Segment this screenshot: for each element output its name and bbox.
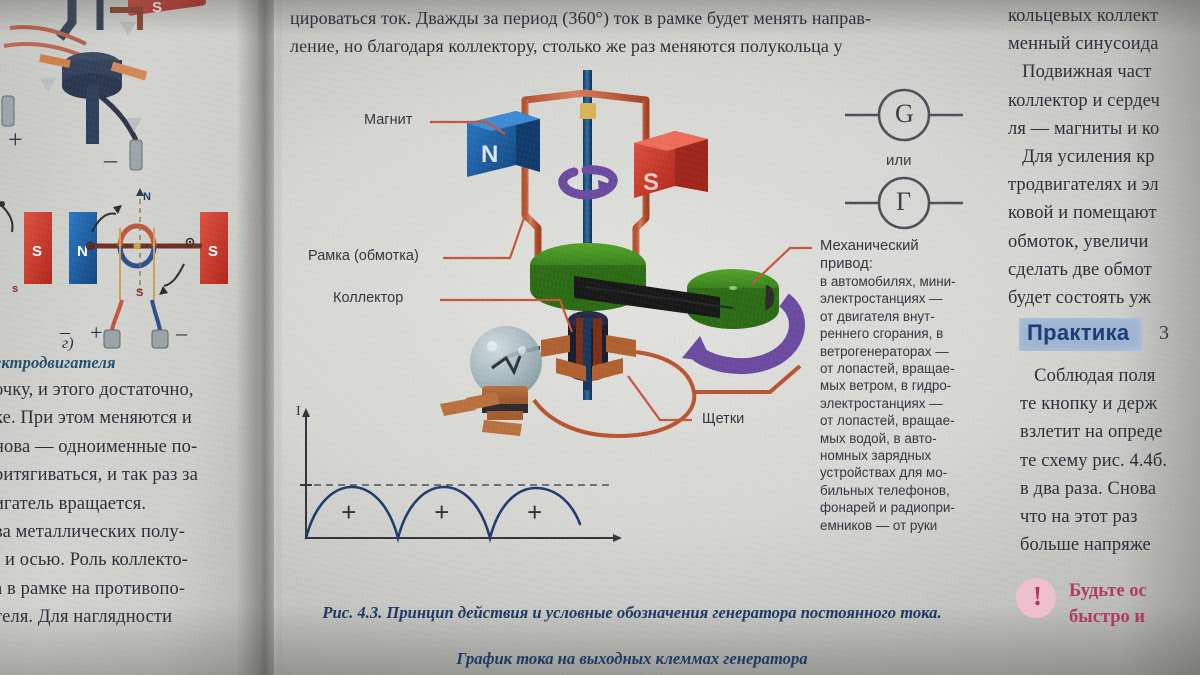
svg-text:+: + [8,125,23,154]
label-mechanical-drive-title: Механический привод: [820,238,919,272]
label-mechanical-drive-body: в автомобилях, мини- электростанциях — о… [820,274,956,533]
magnet-south: S [634,131,708,198]
drive-belt [574,276,734,318]
svg-text:S: S [136,287,143,299]
left-page-surface [0,0,258,675]
praktika-heading: Практика [1027,320,1130,345]
exclamation-glyph: ! [1033,581,1042,611]
label-magnet: Магнит [364,112,413,128]
svg-text:S: S [32,243,42,260]
symbol-generator-cyrillic: Г [896,187,912,216]
svg-text:S: S [643,169,659,196]
exclamation-icon [1016,578,1056,618]
book-gutter-highlight [274,0,282,675]
left-figure-bottom: S N S N S + [0,188,228,352]
svg-text:N: N [481,141,498,168]
graph-plus-2: + [434,497,450,527]
svg-text:S: S [208,243,218,260]
figure-caption: Рис. 4.3. Принцип действия и условные об… [282,578,982,670]
graph-y-axis-label: I [296,404,301,419]
graph-plus-1: + [341,497,357,527]
label-frame-winding: Рамка (обмотка) [308,248,419,264]
praktika-number: 3 [1159,322,1169,344]
svg-text:+: + [90,320,102,345]
figure-caption-line2: График тока на выходных клеммах генерато… [456,649,808,668]
svg-text:–: – [175,320,188,345]
label-collector: Коллектор [333,290,404,306]
magnet-north: N [467,111,540,177]
svg-text:S: S [152,0,162,16]
label-leaders [430,120,812,422]
graph-plus-3: + [527,497,543,527]
warning-text: Будьте ос быстро и [1069,581,1147,627]
svg-text:г): г) [62,335,74,352]
svg-text:–: – [103,145,118,174]
top-vignette [0,0,1200,36]
brushes [541,335,636,381]
left-figure-top: S + – [1,0,206,174]
figure-caption-line1: Рис. 4.3. Принцип действия и условные об… [322,603,942,622]
dc-generator-illustration: N S [300,70,963,544]
svg-text:N: N [143,191,151,203]
svg-text:s: s [12,283,18,295]
praktika-highlight-box [1019,318,1142,351]
generator-symbols [845,88,963,230]
drive-rotation-arrow [682,293,805,374]
book-gutter-shadow [236,0,282,675]
svg-text:–: – [59,321,71,343]
current-graph [300,408,622,544]
light-bulb [440,326,542,436]
left-column-heading: ектродвигателя [0,353,116,372]
left-column-paragraph: очку, и этого достаточно, ке. При этом м… [0,380,198,628]
label-brushes: Щетки [702,411,745,427]
symbol-or-text: или [886,152,912,169]
right-column-bottom-paragraph: Соблюдая поля те кнопку и держ взлетит н… [1020,366,1168,556]
shaft-rotation-arrow [558,165,618,200]
svg-text:N: N [77,243,88,260]
bottom-vignette [0,605,1200,675]
symbol-generator-latin: G [895,99,914,128]
middle-top-paragraph: цироваться ток. Дважды за период (360°) … [290,8,872,56]
right-column-top-paragraph: кольцевых коллект менный синусоида Подви… [1008,6,1160,309]
